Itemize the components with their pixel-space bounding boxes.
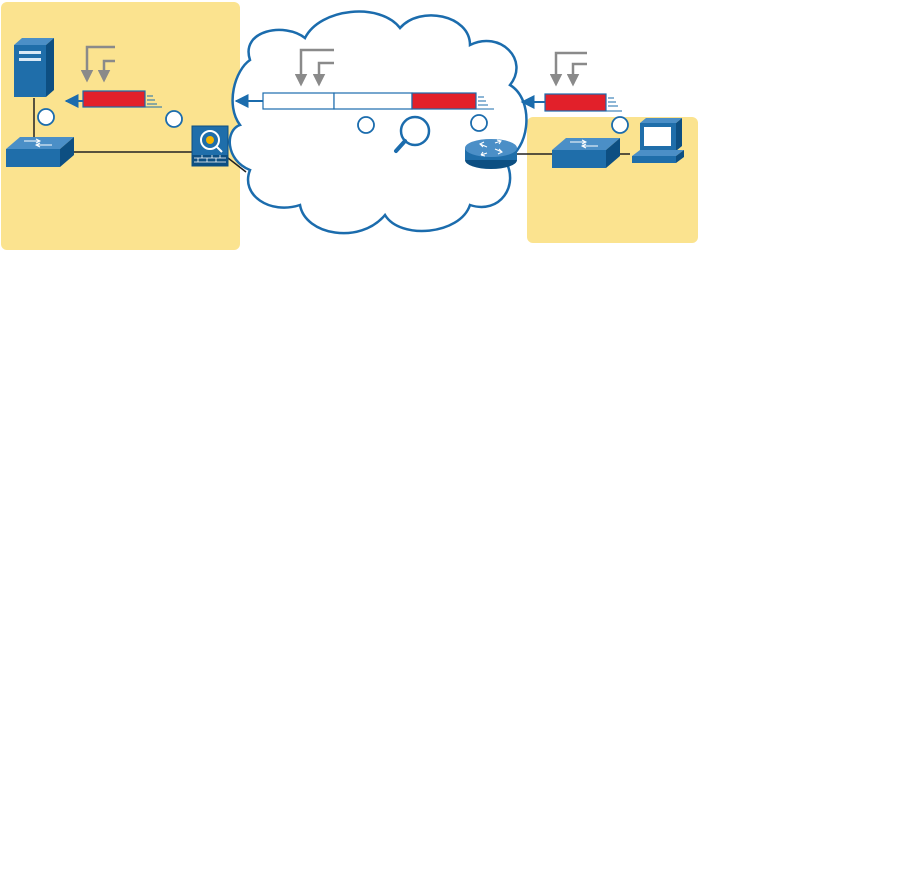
packet-cloud-payload xyxy=(412,93,476,109)
router-icon xyxy=(465,139,517,169)
step-marker xyxy=(166,111,182,127)
switch-icon xyxy=(6,137,74,167)
server-icon xyxy=(14,38,54,97)
packet-cloud-segment-2 xyxy=(334,93,412,109)
step-marker xyxy=(612,117,628,133)
header-arrows-right xyxy=(556,53,587,84)
step-marker xyxy=(471,115,487,131)
packet-cloud xyxy=(236,93,494,109)
step-marker xyxy=(358,117,374,133)
step-marker xyxy=(38,109,54,125)
packet-cloud-segment-1 xyxy=(263,93,334,109)
switch-icon xyxy=(552,138,620,168)
packet-right xyxy=(522,94,622,111)
firewall-icon xyxy=(192,126,228,166)
